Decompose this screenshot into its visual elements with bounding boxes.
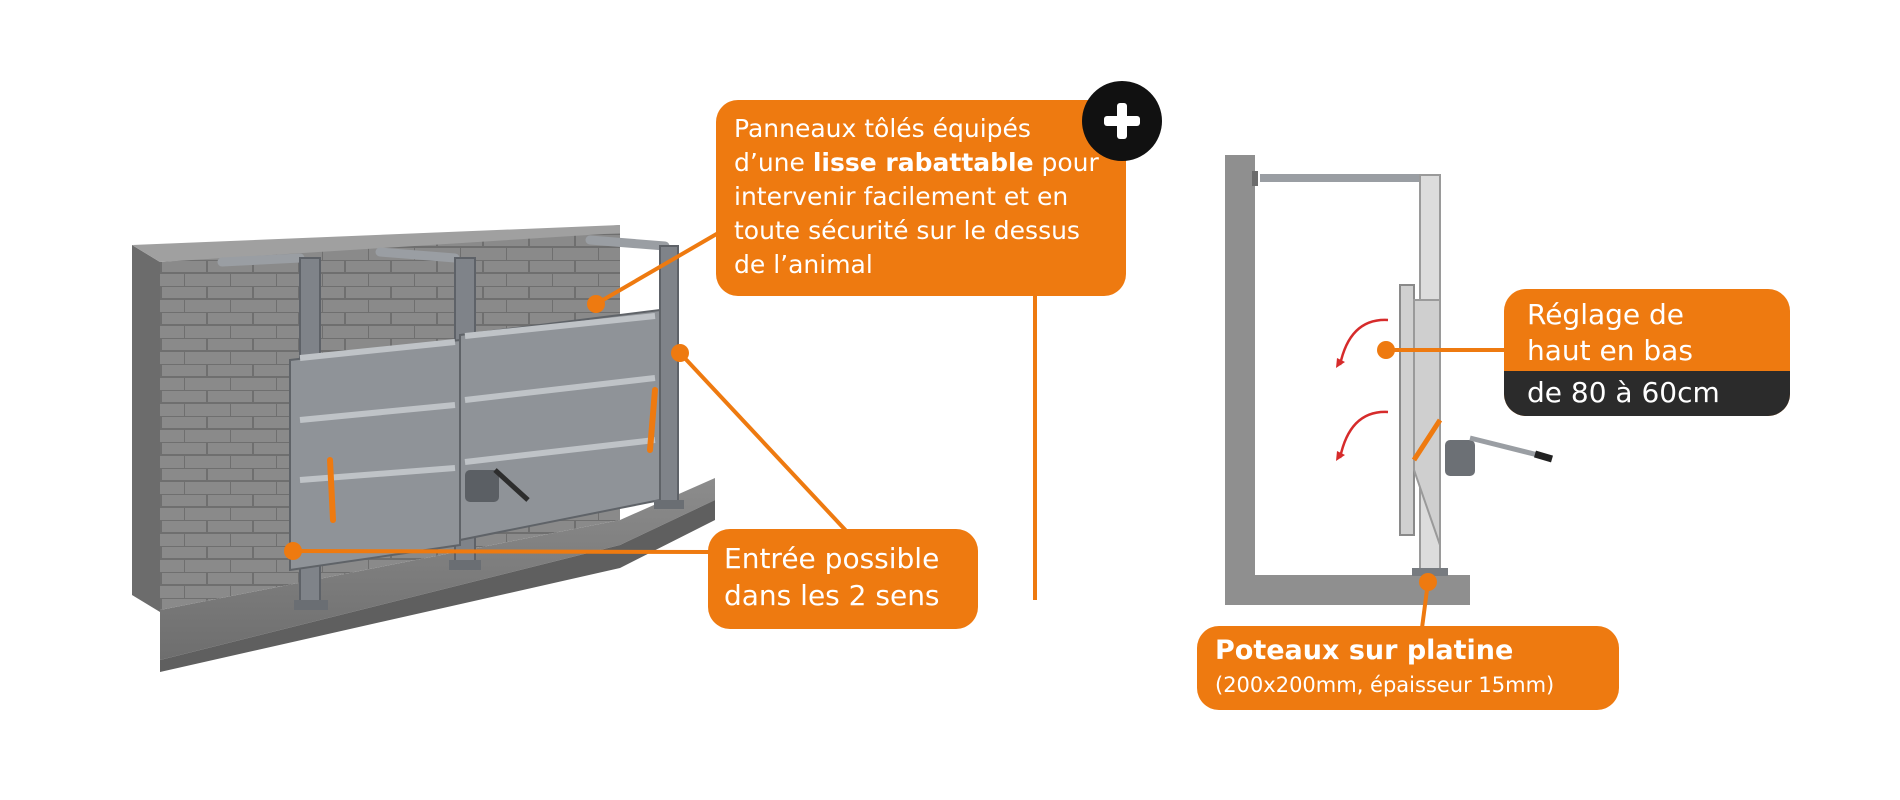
side-panel — [1399, 284, 1415, 536]
side-pump — [1445, 440, 1475, 476]
callout-panels-bold: lisse rabattable — [812, 148, 1034, 177]
brick-wall-side — [132, 245, 160, 612]
callout-entry-line1: Entrée possible — [724, 542, 940, 575]
leader-panels — [594, 230, 722, 306]
callout-panels: Panneaux tôlés équipés d’une lisse rabat… — [716, 100, 1126, 296]
callout-poteaux-title: Poteaux sur platine — [1215, 635, 1514, 666]
marker-entry — [284, 542, 302, 560]
concrete-slab — [160, 478, 715, 660]
callout-entry: Entrée possible dans les 2 sens — [708, 529, 978, 629]
callout-reglage: Réglage de haut en bas de 80 à 60cm — [1504, 289, 1790, 416]
leader-rail — [678, 351, 852, 537]
marker-rail — [671, 344, 689, 362]
wall-section — [1225, 155, 1470, 605]
callout-reglage-line2: haut en bas — [1527, 334, 1693, 367]
marker-reglage — [1377, 341, 1395, 359]
callout-poteaux: Poteaux sur platine (200x200mm, épaisseu… — [1197, 626, 1619, 710]
callout-panels-text: Panneaux tôlés équipés d’une — [734, 114, 1031, 177]
rotation-arrow-bottom — [1338, 410, 1389, 459]
plus-icon — [1082, 81, 1162, 161]
leader-entry — [292, 549, 711, 554]
marker-panels — [587, 295, 605, 313]
rotation-arrow-top — [1338, 318, 1389, 366]
marker-poteaux — [1419, 573, 1437, 591]
callout-reglage-range: de 80 à 60cm — [1504, 371, 1790, 416]
callout-panels-text-end: pour intervenir facilement et en toute s… — [734, 148, 1099, 279]
hydraulic-pump — [465, 470, 499, 502]
callout-reglage-line1: Réglage de — [1527, 298, 1685, 331]
callout-poteaux-subtitle: (200x200mm, épaisseur 15mm) — [1215, 673, 1555, 697]
callout-entry-line2: dans les 2 sens — [724, 579, 940, 612]
